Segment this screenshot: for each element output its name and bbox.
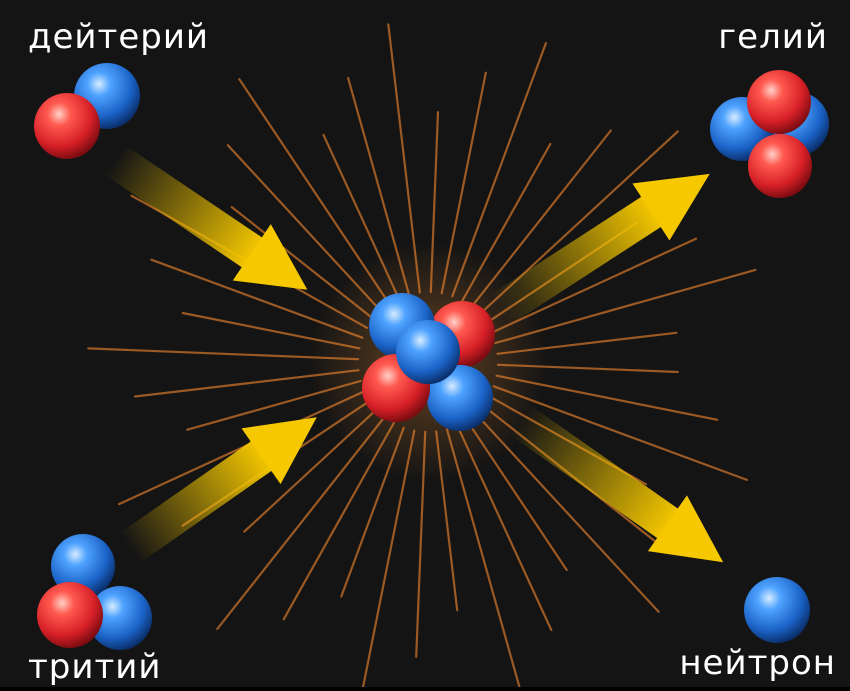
deuterium-label: дейтерий (28, 17, 210, 57)
tritium-label: тритий (28, 647, 162, 687)
helium-label: гелий (718, 17, 828, 57)
neutron-particle (396, 320, 460, 384)
arrow-deuterium-in (104, 145, 308, 290)
neutron-particle (744, 577, 810, 643)
proton-particle (748, 134, 812, 198)
proton-particle (34, 93, 100, 159)
proton-particle (747, 70, 811, 134)
proton-particle (37, 582, 103, 648)
arrow-tritium-in (119, 417, 317, 563)
neutron-label: нейтрон (679, 643, 836, 683)
tritium-nucleus (37, 534, 152, 650)
helium-nucleus (710, 70, 829, 198)
fusion-cluster (362, 293, 495, 431)
neutron-particle (51, 534, 115, 598)
neutron-product (744, 577, 810, 643)
neutron-particle (88, 586, 152, 650)
arrow-neutron-out (509, 405, 724, 563)
deuterium-nucleus (34, 63, 140, 159)
neutron-particle (427, 365, 493, 431)
arrow-helium-out (490, 173, 710, 326)
